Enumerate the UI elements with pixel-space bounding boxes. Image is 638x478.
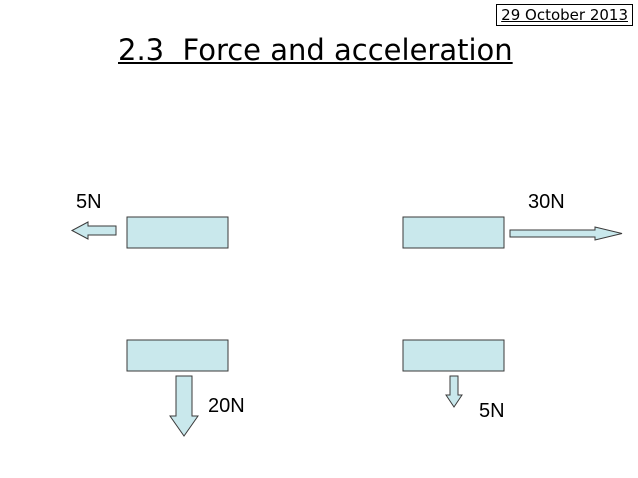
force-arrow-left bbox=[70, 221, 117, 240]
force-arrow-down-small bbox=[445, 375, 463, 408]
force-label-bottom-left: 20N bbox=[208, 395, 245, 417]
block-top-right bbox=[402, 216, 505, 249]
force-arrow-right bbox=[509, 226, 623, 241]
slide-date: 29 October 2013 bbox=[496, 4, 633, 26]
force-arrow-down-large bbox=[169, 375, 199, 437]
force-label-bottom-right: 5N bbox=[479, 400, 505, 422]
slide-title: 2.3 Force and acceleration bbox=[118, 33, 513, 67]
block-bottom-left bbox=[126, 339, 229, 372]
force-label-top-left: 5N bbox=[76, 191, 102, 213]
force-label-top-right: 30N bbox=[528, 191, 565, 213]
block-bottom-right bbox=[402, 339, 505, 372]
block-top-left bbox=[126, 216, 229, 249]
